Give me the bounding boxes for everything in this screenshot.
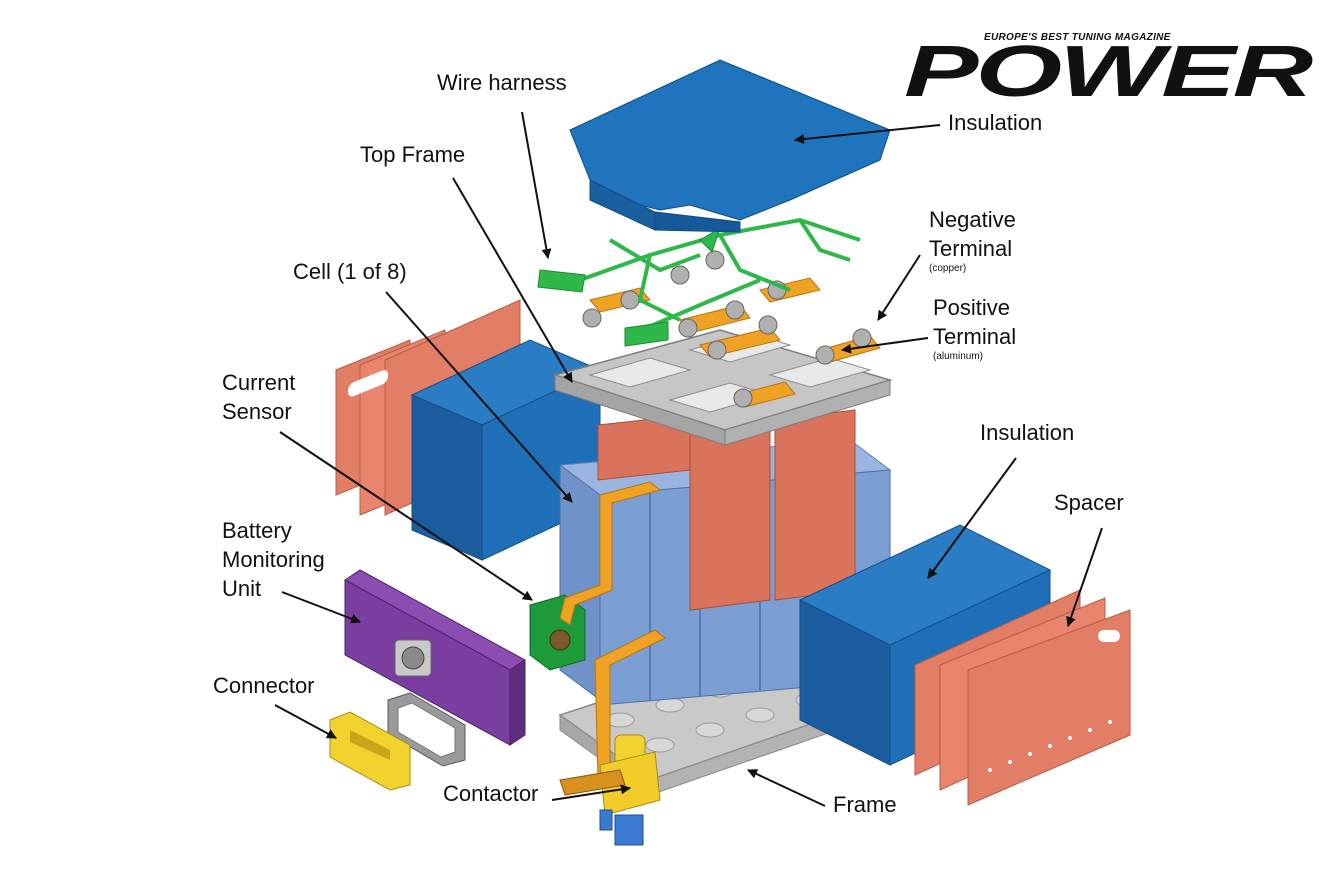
label-current-sensor: Current Sensor [222, 368, 295, 426]
top-frame [552, 329, 893, 446]
label-spacer: Spacer [1054, 488, 1124, 517]
harness-connectors [537, 226, 721, 347]
label-connector-text: Connector [213, 673, 315, 698]
label-contactor-text: Contactor [443, 781, 539, 806]
terminal-nuts [582, 250, 872, 408]
label-insulation-top: Insulation [948, 108, 1042, 137]
label-current-sensor-line1: Current [222, 370, 296, 395]
label-wire-harness-text: Wire harness [437, 70, 567, 95]
power-magazine-logo: EUROPE'S BEST TUNING MAGAZINE POWER [904, 32, 1313, 108]
leader-lines [274, 111, 1103, 807]
logo-wordmark: POWER [904, 32, 1313, 112]
label-bmu-line1: Battery [222, 518, 292, 543]
label-positive-terminal-line1: Positive [933, 295, 1011, 320]
label-bmu-line3: Unit [222, 576, 262, 601]
contactor [559, 734, 661, 846]
label-battery-monitoring-unit: Battery Monitoring Unit [222, 516, 325, 603]
label-insulation-right-text: Insulation [980, 420, 1075, 445]
label-connector: Connector [213, 671, 315, 700]
current-sensor [529, 594, 586, 671]
label-positive-terminal-line2: Terminal [933, 324, 1017, 349]
logo-tagline: EUROPE'S BEST TUNING MAGAZINE [984, 32, 1171, 43]
label-current-sensor-line2: Sensor [222, 399, 292, 424]
label-frame: Frame [833, 790, 897, 819]
battery-monitoring-unit [344, 569, 526, 746]
label-cell: Cell (1 of 8) [293, 257, 407, 286]
label-top-frame: Top Frame [360, 140, 465, 169]
label-spacer-text: Spacer [1054, 490, 1124, 515]
top-insulation [569, 59, 891, 233]
label-frame-text: Frame [833, 792, 897, 817]
label-insulation-right: Insulation [980, 418, 1074, 447]
connector-part [329, 711, 411, 791]
label-positive-terminal: Positive Terminal (aluminum) [933, 293, 1016, 362]
label-negative-terminal-line1: Negative [929, 207, 1016, 232]
label-cell-text: Cell (1 of 8) [293, 259, 407, 284]
label-insulation-top-text: Insulation [948, 110, 1043, 135]
label-negative-terminal-line2: Terminal [929, 236, 1013, 261]
label-negative-terminal: Negative Terminal (copper) [929, 205, 1016, 274]
right-spacers [914, 589, 1131, 806]
label-bmu-line2: Monitoring [222, 547, 325, 572]
label-wire-harness: Wire harness [437, 68, 567, 97]
label-contactor: Contactor [443, 779, 538, 808]
label-positive-terminal-note: (aluminum) [933, 351, 984, 362]
label-negative-terminal-note: (copper) [929, 263, 967, 274]
label-top-frame-text: Top Frame [360, 142, 466, 167]
